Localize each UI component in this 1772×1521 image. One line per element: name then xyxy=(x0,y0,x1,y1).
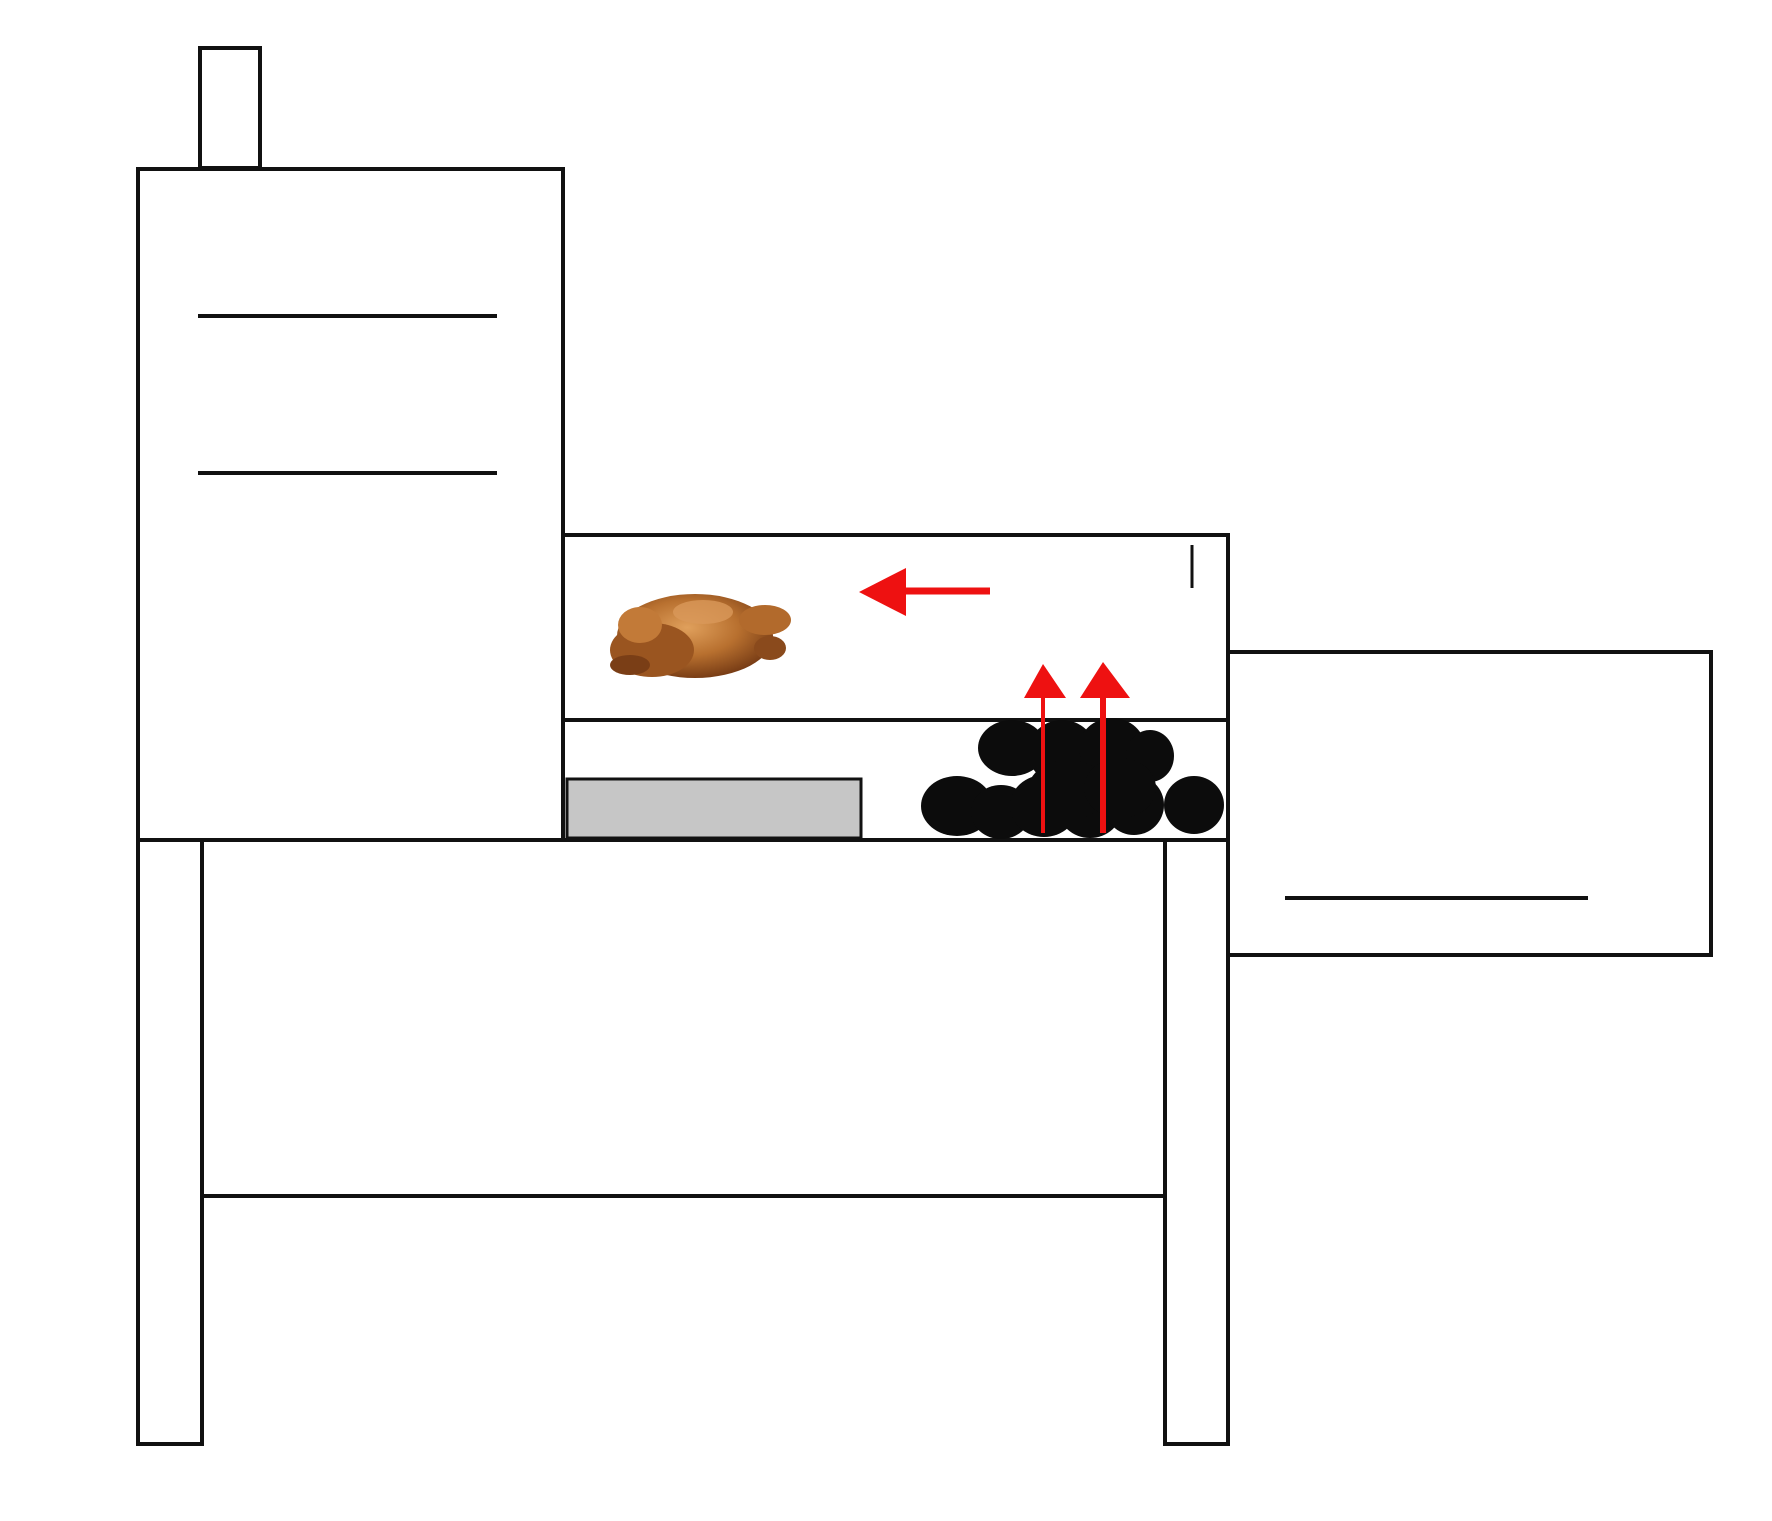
water-pan xyxy=(565,777,863,840)
heat-arrow-right xyxy=(1080,662,1130,833)
smoke-flow-arrow xyxy=(859,568,990,616)
chimney xyxy=(198,46,262,170)
stand-right-leg xyxy=(1163,838,1230,1446)
stand-left-leg xyxy=(136,838,204,1446)
vertical-cooking-chamber xyxy=(136,167,565,842)
roast-chicken-icon xyxy=(610,594,791,678)
heat-arrow-left xyxy=(1024,664,1066,833)
side-firebox-door xyxy=(1226,650,1713,957)
